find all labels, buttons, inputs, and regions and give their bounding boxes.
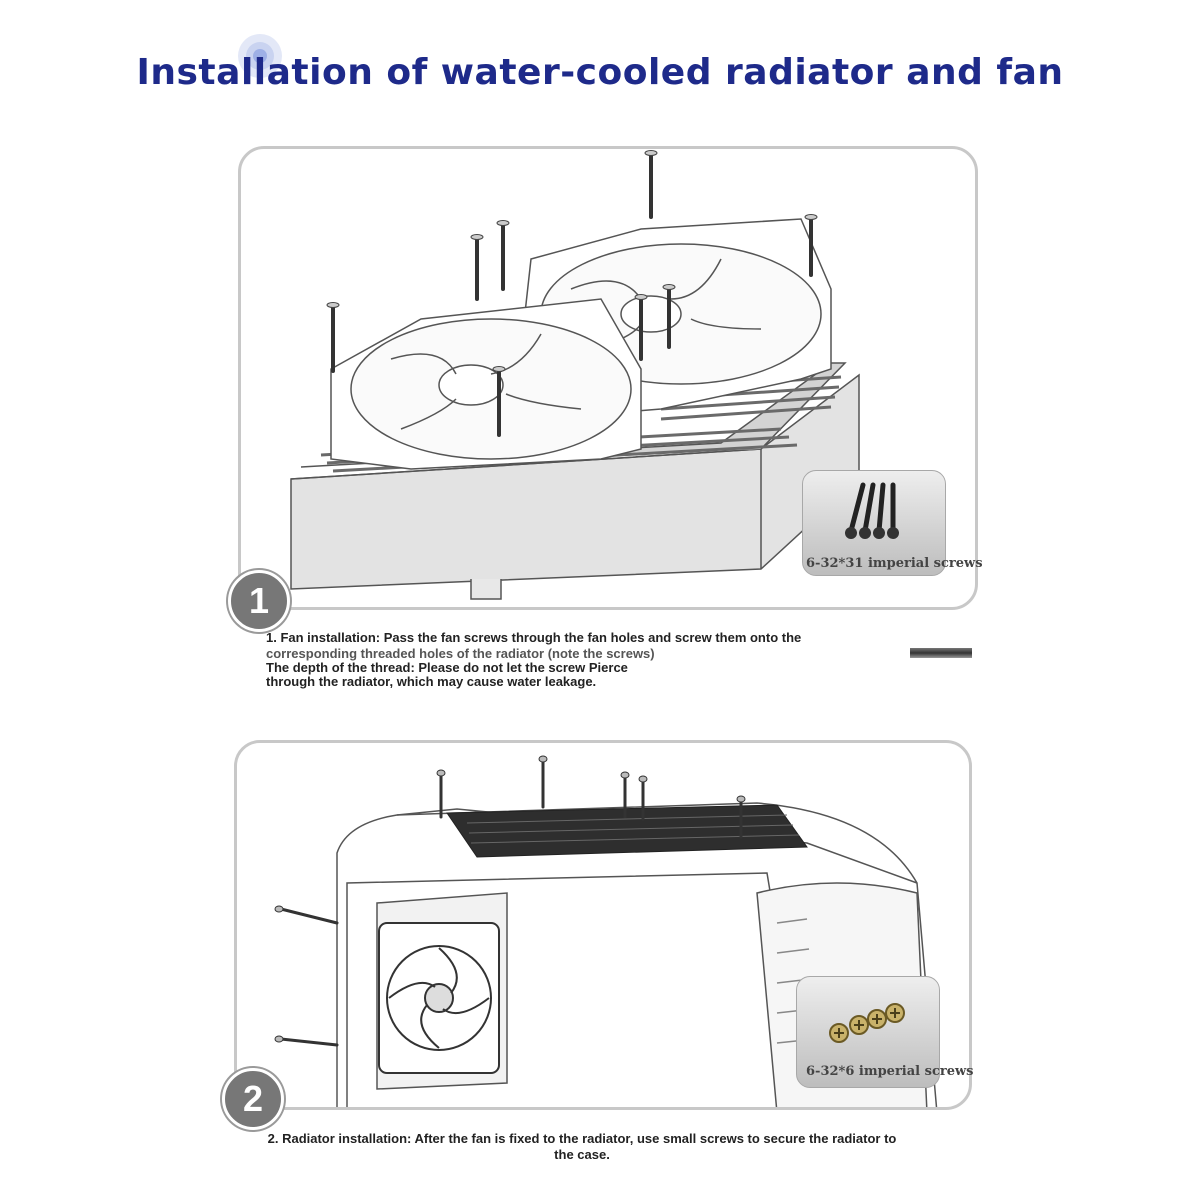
title-ring-icon — [238, 34, 282, 78]
step-1-panel — [238, 146, 978, 610]
screw-icon — [279, 759, 743, 1047]
screw-spec-label: 6-32*31 imperial screws — [806, 556, 983, 571]
step-1-caption-line: through the radiator, which may cause wa… — [266, 674, 597, 689]
screw-icon — [845, 482, 899, 539]
screw-icon — [829, 1003, 905, 1043]
screw-inset-photo — [802, 470, 946, 576]
radiator-icon — [446, 804, 808, 858]
fan-icon — [330, 298, 642, 470]
fan-icon — [378, 922, 500, 1074]
step-2-caption: 2. Radiator installation: After the fan … — [267, 1131, 897, 1162]
step-1-caption-line: The depth of the thread: Please do not l… — [266, 660, 628, 675]
screw-icon — [910, 648, 972, 658]
step-1-caption-line: 1. Fan installation: Pass the fan screws… — [266, 630, 802, 645]
step-number-badge: 1 — [228, 570, 290, 632]
screw-inset-photo — [796, 976, 940, 1088]
screw-spec-label: 6-32*6 imperial screws — [806, 1064, 974, 1079]
step-1-caption-line: corresponding threaded holes of the radi… — [266, 646, 655, 661]
page-title: Installation of water-cooled radiator an… — [136, 52, 1064, 93]
fan-radiator-illustration — [290, 150, 860, 600]
step-number-badge: 2 — [222, 1068, 284, 1130]
screw-icon — [331, 153, 813, 437]
